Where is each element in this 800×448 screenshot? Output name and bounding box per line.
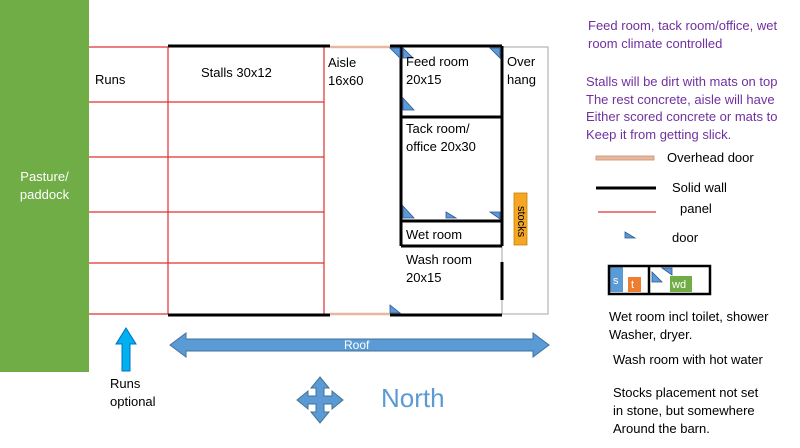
stocks-box — [513, 192, 528, 246]
pasture-label: Pasture/paddock — [19, 169, 70, 202]
wet-shower-label: s — [613, 275, 619, 287]
runs-optional-arrow — [115, 327, 137, 372]
roof-arrow — [169, 332, 550, 358]
wet-room-label: Wet room — [406, 227, 463, 242]
stocks-label: stocks — [515, 206, 527, 238]
legend-door-icon — [624, 231, 637, 239]
roof-label: Roof — [344, 338, 370, 352]
legend-panel-label: panel — [680, 201, 712, 216]
north-compass-arrow — [296, 376, 344, 424]
legend-overhead-door — [595, 155, 655, 161]
wet-toilet-label: t — [631, 279, 635, 291]
legend-solid-wall-label: Solid wall — [672, 180, 727, 195]
runs-label: Runs — [95, 72, 126, 87]
legend-door-label: door — [672, 230, 699, 245]
solid-walls — [168, 44, 504, 317]
north-label: North — [381, 383, 445, 413]
overhead-doors — [330, 45, 390, 316]
wash-room-note: Wash room with hot water — [613, 352, 763, 367]
wet-washer-dryer-label: wd — [672, 279, 687, 291]
panel-grid — [89, 46, 325, 315]
pasture-area — [0, 0, 89, 372]
tack-room-label: Tack room/office 20x30 — [406, 121, 476, 154]
door-markers — [389, 47, 501, 314]
stalls-label: Stalls 30x12 — [201, 65, 272, 80]
legend-overhead-label: Overhead door — [667, 150, 754, 165]
wet-room-layout — [607, 264, 712, 296]
